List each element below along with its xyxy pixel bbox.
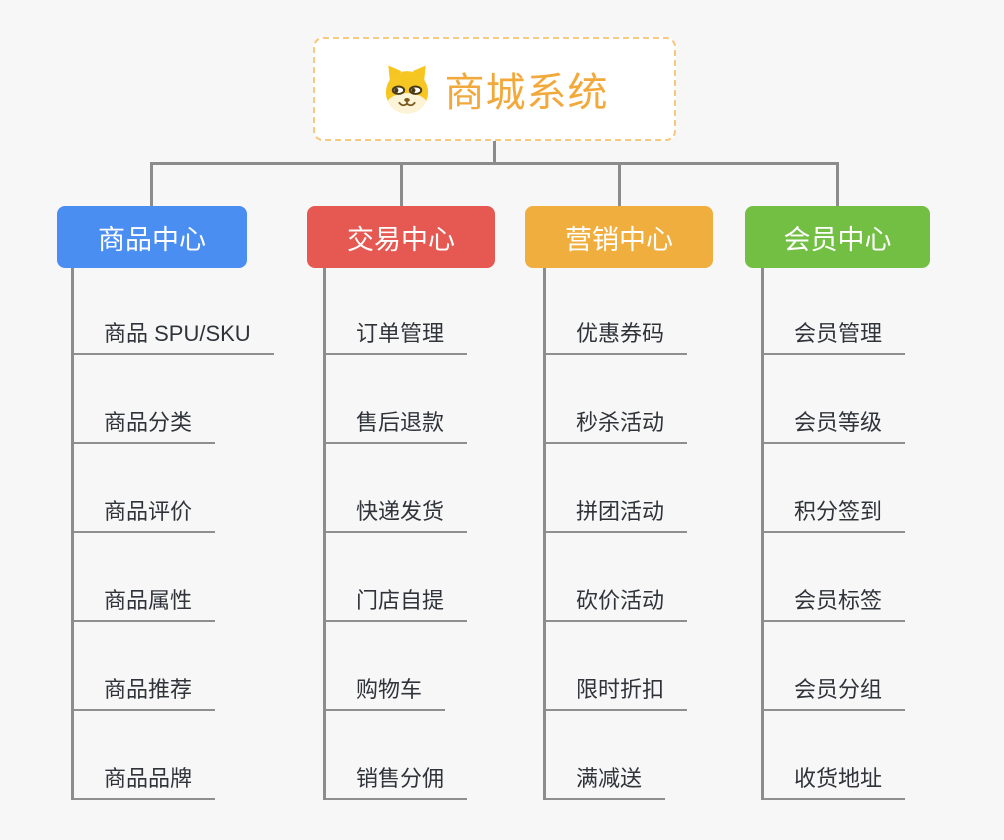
branch-children-member-center: 会员管理 会员等级 积分签到 会员标签 会员分组 收货地址 [761,268,906,800]
child-node[interactable]: 售后退款 [326,355,468,444]
child-node[interactable]: 销售分佣 [326,711,468,800]
child-node[interactable]: 积分签到 [764,444,906,533]
child-node[interactable]: 优惠券码 [546,268,688,355]
child-node[interactable]: 限时折扣 [546,622,688,711]
connector-bus [150,162,839,165]
child-node[interactable]: 购物车 [326,622,446,711]
branch-children-product-center: 商品 SPU/SKU 商品分类 商品评价 商品属性 商品推荐 商品品牌 [71,268,274,800]
connector-drop-trade-center [400,164,403,206]
child-node[interactable]: 砍价活动 [546,533,688,622]
child-node[interactable]: 商品属性 [74,533,216,622]
branch-header-product-center[interactable]: 商品中心 [57,206,247,268]
child-node[interactable]: 门店自提 [326,533,468,622]
connector-root-stub [493,140,496,163]
child-node[interactable]: 拼团活动 [546,444,688,533]
branch-header-member-center[interactable]: 会员中心 [745,206,930,268]
root-title: 商城系统 [444,71,609,115]
child-node[interactable]: 商品 SPU/SKU [74,268,274,355]
branch-children-trade-center: 订单管理 售后退款 快递发货 门店自提 购物车 销售分佣 [323,268,468,800]
child-node[interactable]: 满减送 [546,711,666,800]
branch-header-trade-center[interactable]: 交易中心 [307,206,495,268]
child-node[interactable]: 会员等级 [764,355,906,444]
child-node[interactable]: 商品分类 [74,355,216,444]
connector-drop-member-center [836,164,839,206]
child-node[interactable]: 会员标签 [764,533,906,622]
child-node[interactable]: 快递发货 [326,444,468,533]
branch-header-marketing-center[interactable]: 营销中心 [525,206,713,268]
child-node[interactable]: 订单管理 [326,268,468,355]
connector-drop-product-center [150,164,153,206]
doge-icon [385,65,428,114]
child-node[interactable]: 会员分组 [764,622,906,711]
child-node[interactable]: 收货地址 [764,711,906,800]
connector-drop-marketing-center [618,164,621,206]
branch-children-marketing-center: 优惠券码 秒杀活动 拼团活动 砍价活动 限时折扣 满减送 [543,268,688,800]
child-node[interactable]: 商品推荐 [74,622,216,711]
child-node[interactable]: 秒杀活动 [546,355,688,444]
root-node[interactable]: 商城系统 [313,37,676,141]
child-node[interactable]: 会员管理 [764,268,906,355]
child-node[interactable]: 商品评价 [74,444,216,533]
child-node[interactable]: 商品品牌 [74,711,216,800]
